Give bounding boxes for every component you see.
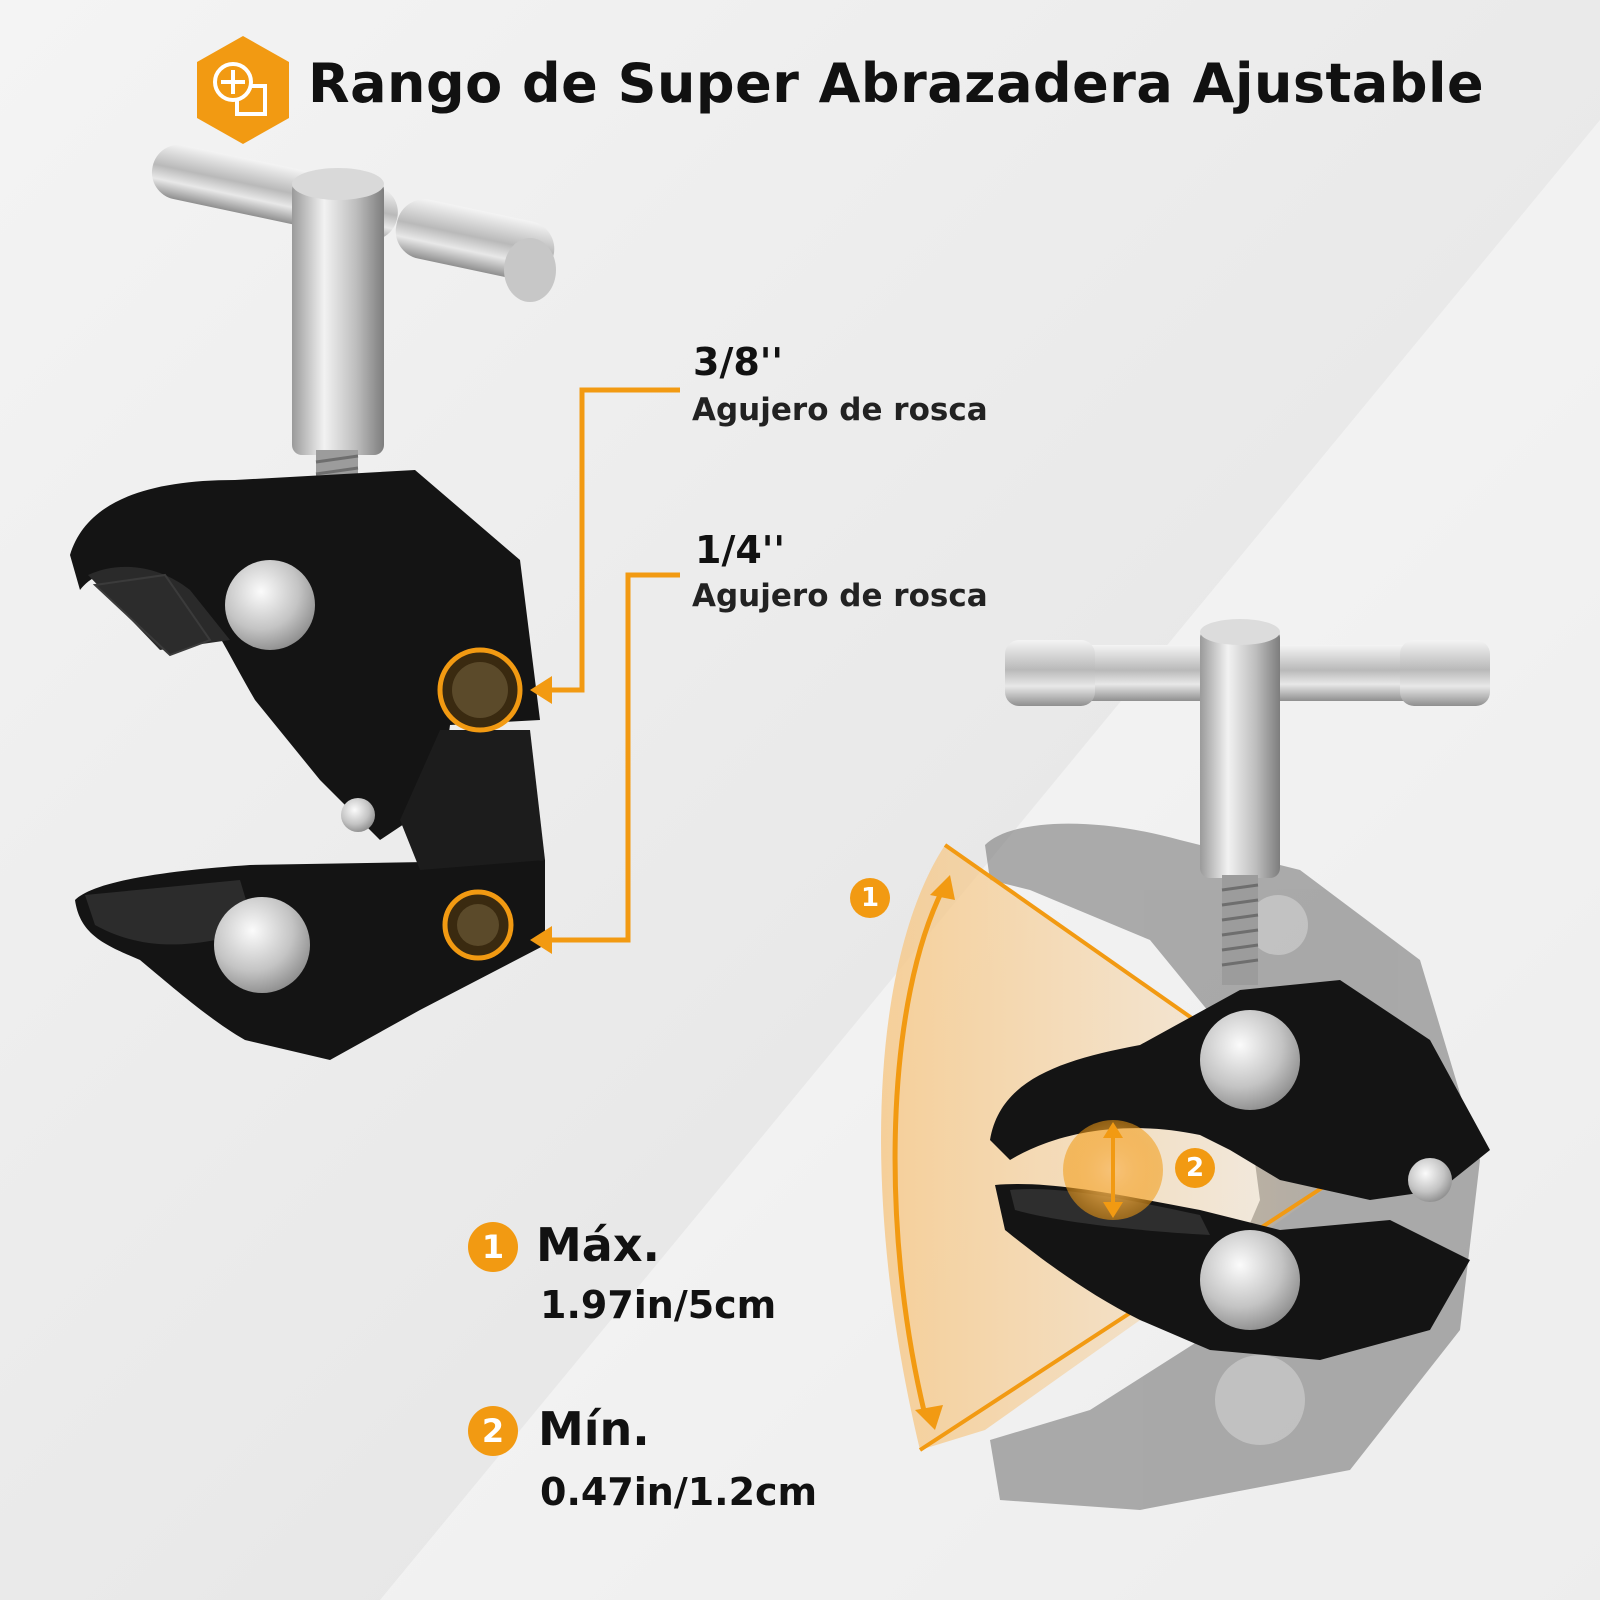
spec-max-label: Máx. — [536, 1218, 660, 1272]
thread-hole-callout-lines — [545, 387, 680, 943]
spec-min-badge: 2 — [468, 1406, 518, 1456]
spec-min-label: Mín. — [538, 1402, 650, 1456]
page-title: Rango de Super Abrazadera Ajustable — [308, 52, 1485, 115]
arrow-icon — [930, 875, 955, 900]
arrow-icon — [1103, 1202, 1123, 1218]
arrow-icon — [530, 926, 552, 954]
callout-size-3-8: 3/8'' — [693, 340, 784, 384]
callout-size-1-4: 1/4'' — [695, 528, 786, 572]
callout-desc-3-8: Agujero de rosca — [692, 392, 988, 428]
super-clamp-front-view — [70, 144, 556, 1060]
min-range-badge: 2 — [1175, 1148, 1215, 1188]
clamp-range-hexagon-icon — [197, 36, 289, 144]
spec-max-badge: 1 — [468, 1222, 518, 1272]
spec-max-value: 1.97in/5cm — [540, 1283, 777, 1327]
max-range-badge: 1 — [850, 878, 890, 918]
super-clamp-side-view — [990, 619, 1490, 1360]
callout-desc-1-4: Agujero de rosca — [692, 578, 988, 614]
max-range-arc — [892, 883, 948, 1416]
arrow-icon — [915, 1405, 943, 1430]
arrow-icon — [530, 676, 552, 704]
spec-min-value: 0.47in/1.2cm — [540, 1470, 818, 1514]
arrow-icon — [1103, 1122, 1123, 1138]
